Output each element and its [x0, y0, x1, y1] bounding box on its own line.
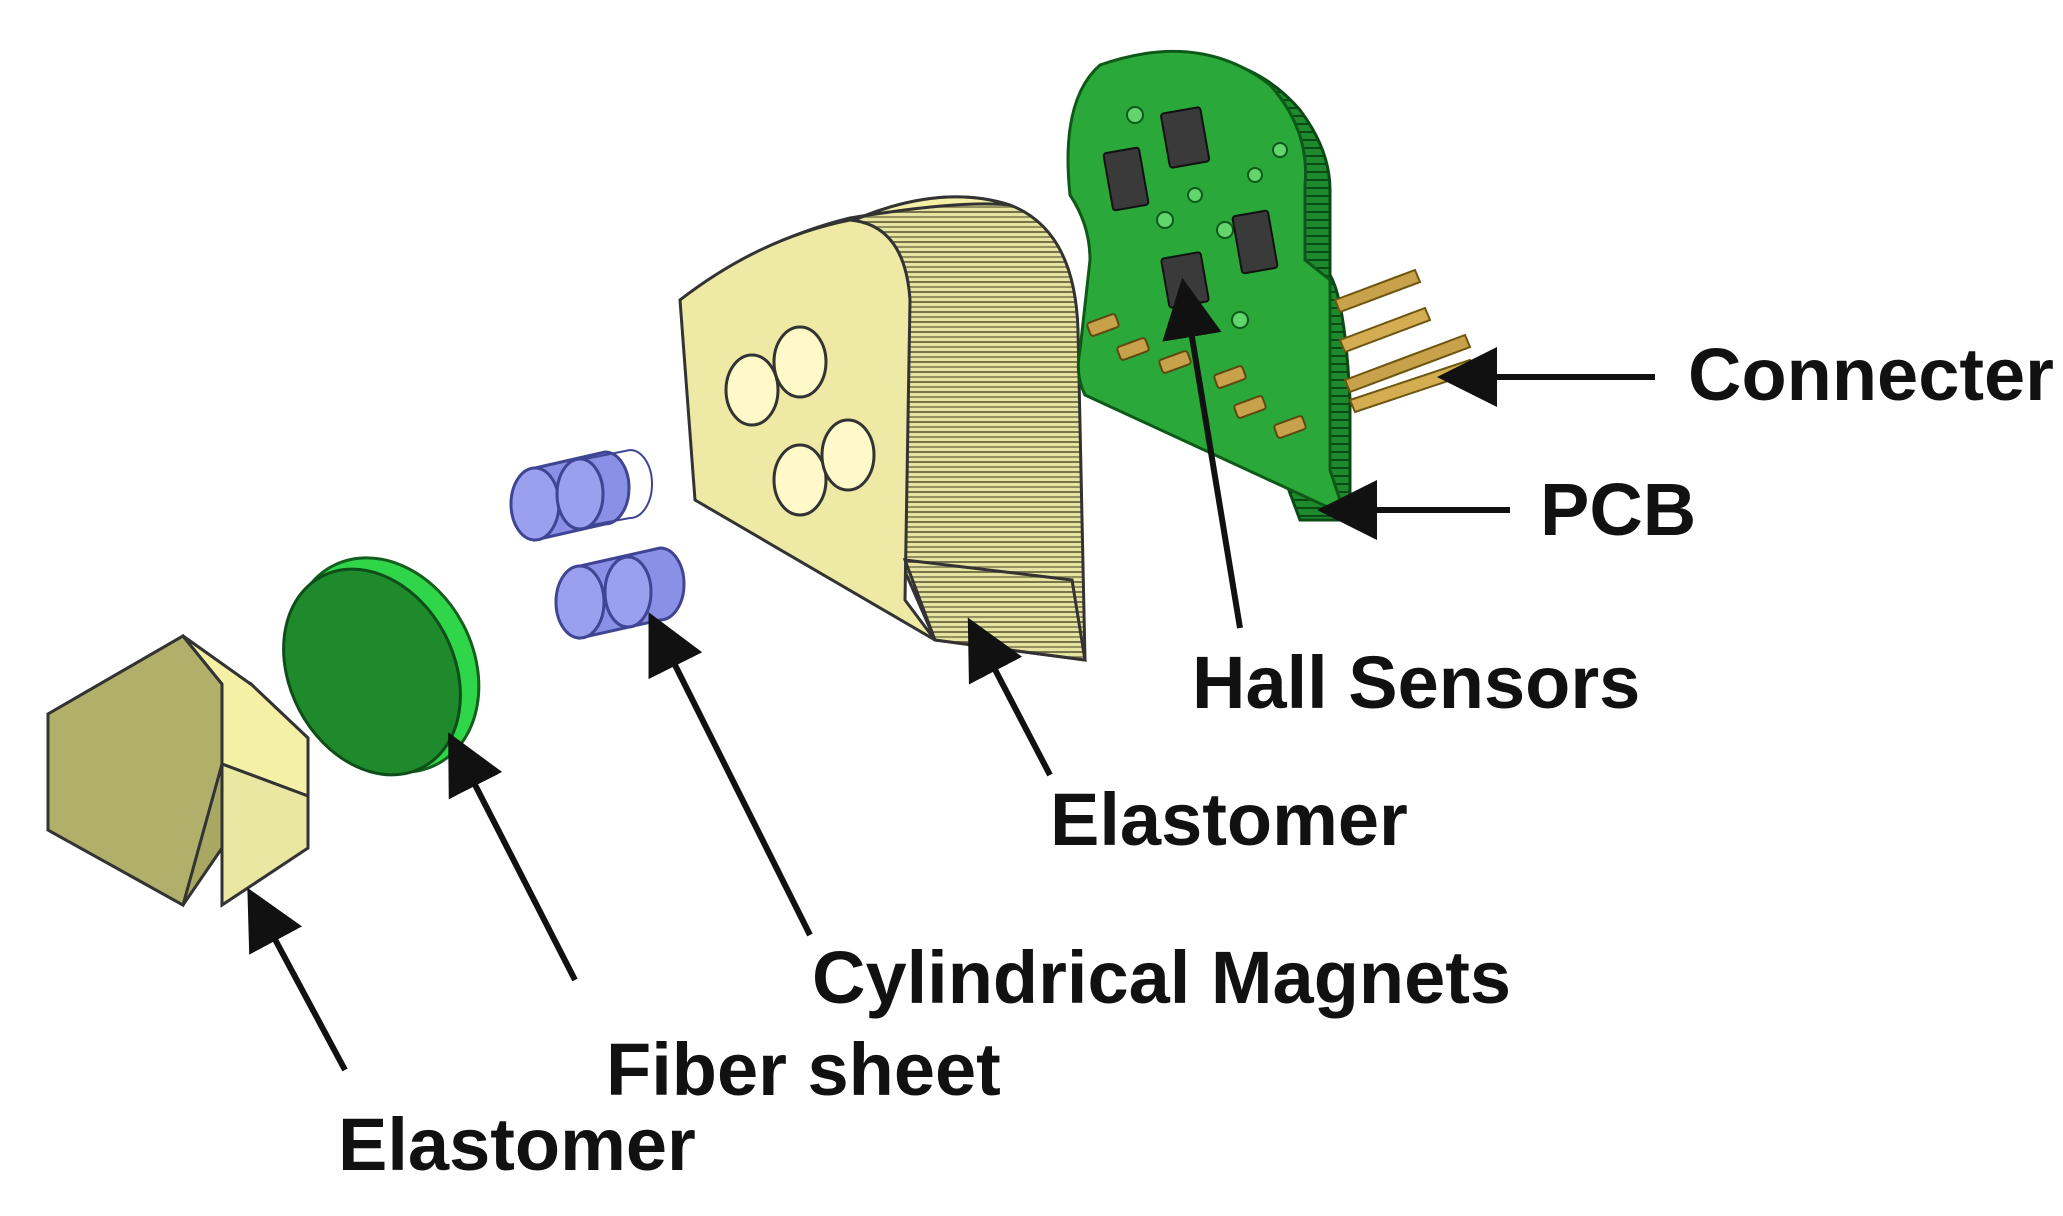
label-elastomer-cap: Elastomer	[338, 1103, 696, 1186]
arrow-fiber-sheet	[448, 732, 578, 982]
pcb-vias	[1126, 106, 1288, 329]
magnet-upper	[509, 448, 653, 542]
pcb-posts	[1086, 313, 1307, 439]
hall-sensor-top	[1160, 106, 1211, 169]
label-elastomer-main: Elastomer	[1050, 778, 1408, 861]
label-hall-sensors: Hall Sensors	[1192, 641, 1640, 724]
cylindrical-magnets-part	[509, 448, 686, 640]
elastomer-cap-part	[46, 634, 310, 908]
elastomer-main-part	[678, 195, 1087, 662]
hall-sensor-left	[1102, 146, 1150, 212]
hall-sensor-bottom	[1160, 251, 1210, 309]
hall-sensor-right	[1231, 209, 1279, 275]
fiber-sheet-part	[282, 556, 481, 777]
label-pcb: PCB	[1540, 468, 1696, 551]
arrow-elastomer-cap	[247, 887, 348, 1072]
pcb-part	[1066, 49, 1477, 522]
leader-arrows	[247, 277, 1655, 1072]
arrow-elastomer-main	[967, 617, 1053, 777]
connector-pins	[1333, 268, 1477, 414]
arrow-hall-sensors	[1162, 277, 1243, 629]
label-connecter: Connecter	[1688, 333, 2054, 416]
arrow-cylindrical-magnets	[648, 612, 813, 937]
label-cylindrical-magnets: Cylindrical Magnets	[812, 936, 1511, 1019]
magnet-lower	[554, 546, 686, 640]
label-fiber-sheet: Fiber sheet	[606, 1028, 1001, 1111]
